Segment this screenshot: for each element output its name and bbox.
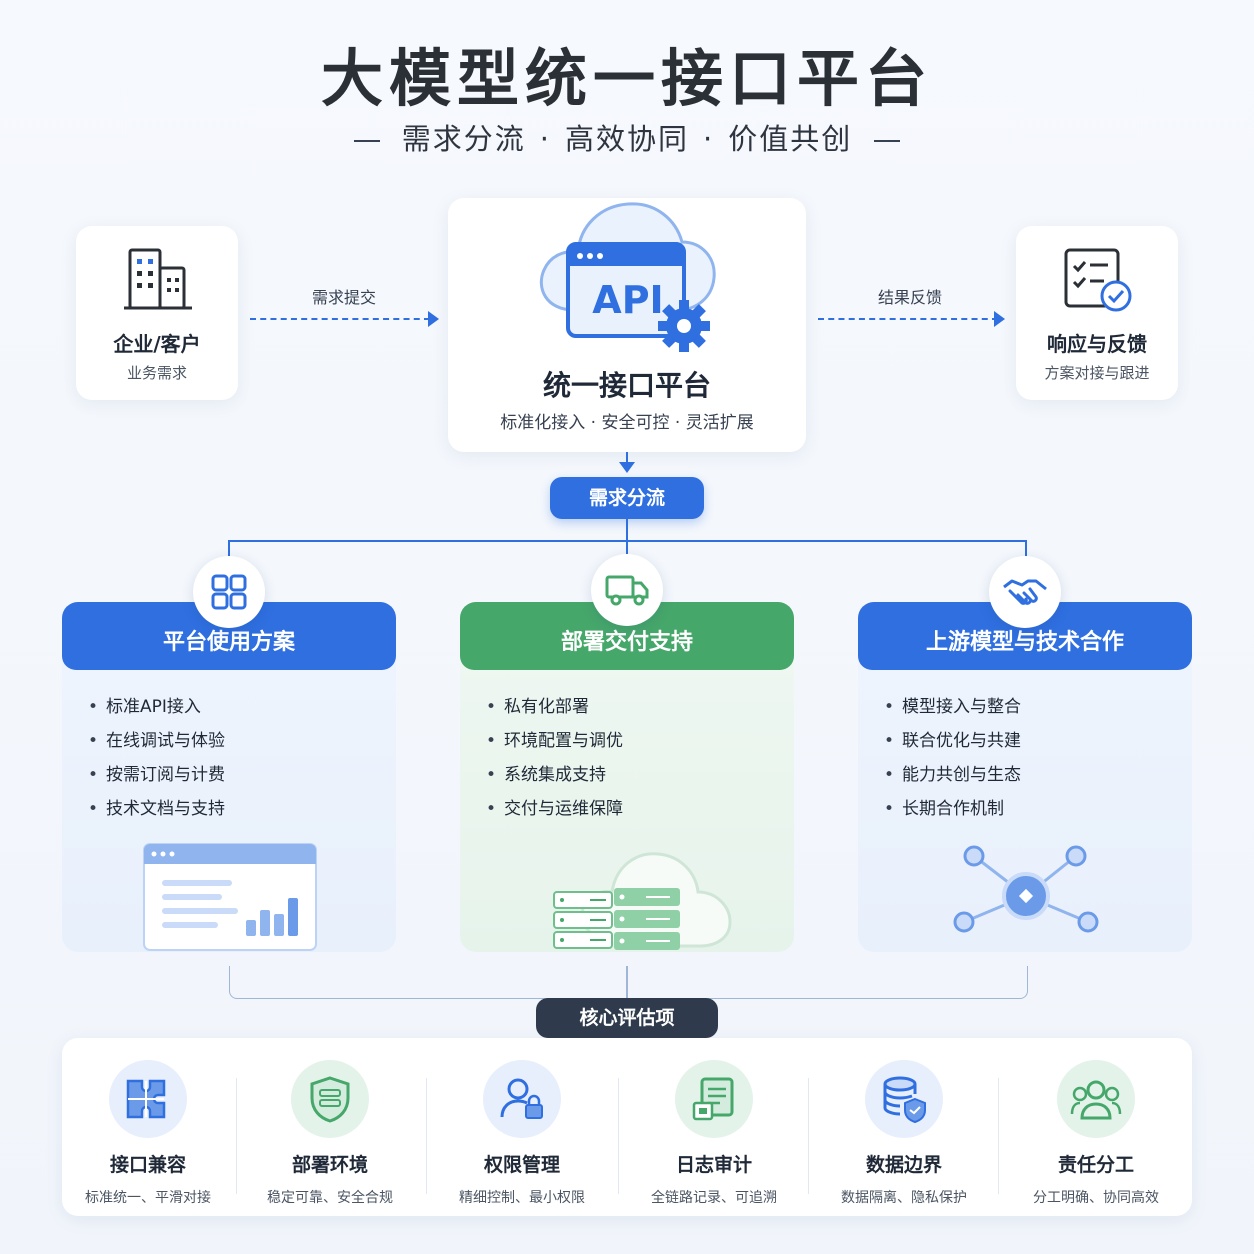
core-panel bbox=[62, 1038, 1192, 1216]
feedback-title: 响应与反馈 bbox=[1047, 332, 1147, 356]
dispatch-branch-left bbox=[228, 540, 230, 560]
subtitle-separator: · bbox=[539, 122, 551, 156]
checklist-icon bbox=[1062, 246, 1134, 320]
core-item-data-boundary: 数据边界 数据隔离、隐私保护 bbox=[822, 1060, 986, 1207]
submit-arrow-line bbox=[250, 318, 430, 320]
database-shield-icon bbox=[865, 1060, 943, 1138]
feedback-arrow-head bbox=[994, 311, 1005, 327]
cloud-api-icon bbox=[534, 198, 720, 358]
browser-chart-illustration bbox=[142, 842, 318, 952]
core-divider bbox=[998, 1078, 999, 1194]
platform-title: 统一接口平台 bbox=[542, 369, 711, 402]
center-down-line bbox=[626, 452, 628, 466]
grid-apps-icon bbox=[193, 556, 265, 628]
building-icon bbox=[124, 246, 192, 316]
client-subtitle: 业务需求 bbox=[126, 364, 187, 382]
page-title: 大模型统一接口平台 bbox=[320, 42, 933, 115]
column-bullet-list: 私有化部署 环境配置与调优 系统集成支持 交付与运维保障 bbox=[486, 690, 623, 826]
core-divider bbox=[618, 1078, 619, 1194]
core-item-subtitle: 全链路记录、可追溯 bbox=[651, 1190, 777, 1206]
list-item: 私有化部署 bbox=[486, 690, 623, 724]
subtitle-part-1: 需求分流 bbox=[401, 122, 526, 156]
core-item-responsibility: 责任分工 分工明确、协同高效 bbox=[1014, 1060, 1178, 1207]
list-item: 系统集成支持 bbox=[486, 758, 623, 792]
feedback-label: 结果反馈 bbox=[877, 288, 942, 307]
dispatch-pill: 需求分流 bbox=[550, 477, 704, 519]
feedback-card: 响应与反馈 方案对接与跟进 bbox=[1016, 226, 1178, 400]
subtitle-dash-right bbox=[874, 140, 901, 142]
subtitle-separator: · bbox=[703, 122, 715, 156]
list-item: 交付与运维保障 bbox=[486, 792, 623, 826]
list-item: 技术文档与支持 bbox=[88, 792, 225, 826]
subtitle-part-2: 高效协同 bbox=[564, 122, 689, 156]
column-platform-usage: 平台使用方案 标准API接入 在线调试与体验 按需订阅与计费 技术文档与支持 bbox=[62, 602, 396, 952]
core-item-title: 日志审计 bbox=[675, 1154, 752, 1176]
feedback-subtitle: 方案对接与跟进 bbox=[1044, 364, 1150, 382]
core-item-title: 接口兼容 bbox=[109, 1154, 186, 1176]
core-divider bbox=[426, 1078, 427, 1194]
client-title: 企业/客户 bbox=[113, 332, 201, 356]
core-bracket bbox=[229, 966, 1028, 999]
core-bracket-middle bbox=[626, 966, 628, 998]
list-item: 能力共创与生态 bbox=[884, 758, 1021, 792]
column-bullet-list: 标准API接入 在线调试与体验 按需订阅与计费 技术文档与支持 bbox=[88, 690, 225, 826]
core-pill: 核心评估项 bbox=[536, 998, 718, 1038]
user-lock-icon bbox=[483, 1060, 561, 1138]
list-item: 按需订阅与计费 bbox=[88, 758, 225, 792]
list-item: 模型接入与整合 bbox=[884, 690, 1021, 724]
submit-label: 需求提交 bbox=[311, 288, 376, 307]
center-down-arrow-head bbox=[619, 462, 635, 473]
network-nodes-illustration bbox=[950, 842, 1102, 946]
truck-icon bbox=[591, 554, 663, 626]
core-divider bbox=[236, 1078, 237, 1194]
shield-server-icon bbox=[291, 1060, 369, 1138]
list-item: 环境配置与调优 bbox=[486, 724, 623, 758]
column-bullet-list: 模型接入与整合 联合优化与共建 能力共创与生态 长期合作机制 bbox=[884, 690, 1021, 826]
page-subtitle: 需求分流 · 高效协同 · 价值共创 bbox=[0, 116, 1254, 158]
dispatch-horizontal bbox=[229, 540, 1027, 542]
core-item-subtitle: 分工明确、协同高效 bbox=[1033, 1190, 1159, 1206]
list-item: 长期合作机制 bbox=[884, 792, 1021, 826]
submit-arrow-head bbox=[428, 311, 439, 327]
feedback-arrow-line bbox=[818, 318, 998, 320]
dispatch-branch-middle bbox=[626, 540, 628, 554]
cloud-server-illustration bbox=[550, 828, 740, 952]
core-item-subtitle: 数据隔离、隐私保护 bbox=[841, 1190, 967, 1206]
api-text: API bbox=[592, 278, 664, 322]
core-item-subtitle: 精细控制、最小权限 bbox=[459, 1190, 585, 1206]
platform-card: API 统一接口平台 标准化接入 · 安全可控 · 灵活扩展 bbox=[448, 198, 806, 452]
core-item-title: 数据边界 bbox=[865, 1154, 942, 1176]
list-item: 在线调试与体验 bbox=[88, 724, 225, 758]
log-document-icon bbox=[675, 1060, 753, 1138]
subtitle-dash-left bbox=[353, 140, 380, 142]
dispatch-branch-right bbox=[1025, 540, 1027, 560]
core-divider bbox=[808, 1078, 809, 1194]
client-card: 企业/客户 业务需求 bbox=[76, 226, 238, 400]
dispatch-stem bbox=[626, 519, 628, 541]
column-deployment: 部署交付支持 私有化部署 环境配置与调优 系统集成支持 交付与运维保障 bbox=[460, 602, 794, 952]
core-item-audit: 日志审计 全链路记录、可追溯 bbox=[632, 1060, 796, 1207]
list-item: 联合优化与共建 bbox=[884, 724, 1021, 758]
core-item-title: 责任分工 bbox=[1057, 1154, 1134, 1176]
list-item: 标准API接入 bbox=[88, 690, 225, 724]
team-icon bbox=[1057, 1060, 1135, 1138]
core-item-subtitle: 稳定可靠、安全合规 bbox=[267, 1190, 393, 1206]
platform-features: 标准化接入 · 安全可控 · 灵活扩展 bbox=[500, 413, 754, 433]
core-item-permission: 权限管理 精细控制、最小权限 bbox=[440, 1060, 604, 1207]
core-item-subtitle: 标准统一、平滑对接 bbox=[85, 1190, 211, 1206]
core-item-deployment: 部署环境 稳定可靠、安全合规 bbox=[248, 1060, 412, 1207]
handshake-icon bbox=[989, 556, 1061, 628]
subtitle-part-3: 价值共创 bbox=[728, 122, 853, 156]
column-upstream-cooperation: 上游模型与技术合作 模型接入与整合 联合优化与共建 能力共创与生态 长期合作机制 bbox=[858, 602, 1192, 952]
core-item-title: 部署环境 bbox=[291, 1154, 368, 1176]
core-item-interface: 接口兼容 标准统一、平滑对接 bbox=[66, 1060, 230, 1207]
core-item-title: 权限管理 bbox=[483, 1154, 560, 1176]
puzzle-icon bbox=[109, 1060, 187, 1138]
